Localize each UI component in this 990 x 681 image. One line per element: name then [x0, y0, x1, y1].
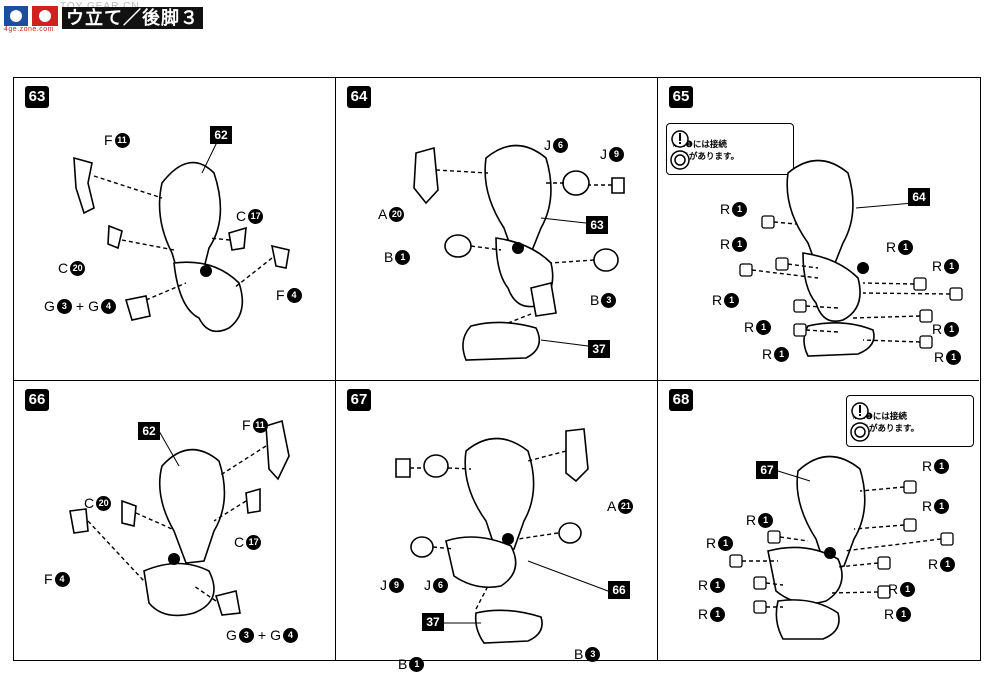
step-panel-64: 64 — [336, 78, 658, 381]
caution-icon — [670, 130, 690, 170]
orientation-note: ※R❶には接続 向きがあります。 — [846, 395, 974, 447]
part-ref-37: 37 — [588, 340, 610, 358]
note-text: ※R❶には接続 向きがあります。 — [852, 411, 920, 433]
note-text: ※R❶には接続 向きがあります。 — [672, 139, 740, 161]
orientation-note: ※R❶には接続 向きがあります。 — [666, 123, 794, 175]
page-header: 4ge.zone.com TOY GEAR CN ウ立て／後脚３ — [0, 0, 990, 36]
step-number: 68 — [669, 389, 693, 411]
site-logo-icon — [4, 6, 58, 26]
part-ref-66: 66 — [608, 581, 630, 599]
part-ref-67: 67 — [756, 461, 778, 479]
step-number: 67 — [347, 389, 371, 411]
step-panel-65: 65 ※R❶には接続 向きがあります。 — [658, 78, 979, 381]
step-number: 65 — [669, 86, 693, 108]
logo-subtext: 4ge.zone.com — [4, 26, 54, 33]
part-ref-62: 62 — [210, 126, 232, 144]
page-title: ウ立て／後脚３ — [62, 7, 203, 29]
part-ref-63: 63 — [586, 216, 608, 234]
assembly-diagram-icon — [413, 144, 625, 361]
part-ref-64: 64 — [908, 188, 930, 206]
assembly-diagram-icon — [729, 455, 954, 640]
step-number: 63 — [25, 86, 49, 108]
step-panel-67: 67 66 3 — [336, 381, 658, 672]
assembly-diagram-icon — [69, 419, 290, 617]
assembly-diagram-icon — [73, 137, 290, 333]
part-ref-37: 37 — [422, 613, 444, 631]
step-panel-68: 68 ※R❶には接続 向きがあります。 — [658, 381, 979, 660]
assembly-diagram-icon — [395, 428, 609, 644]
step-number: 66 — [25, 389, 49, 411]
watermark: TOY GEAR CN — [60, 1, 140, 12]
part-ref-62: 62 — [138, 422, 160, 440]
step-number: 64 — [347, 86, 371, 108]
assembly-diagram-icon — [739, 159, 963, 357]
caution-icon — [850, 402, 870, 442]
